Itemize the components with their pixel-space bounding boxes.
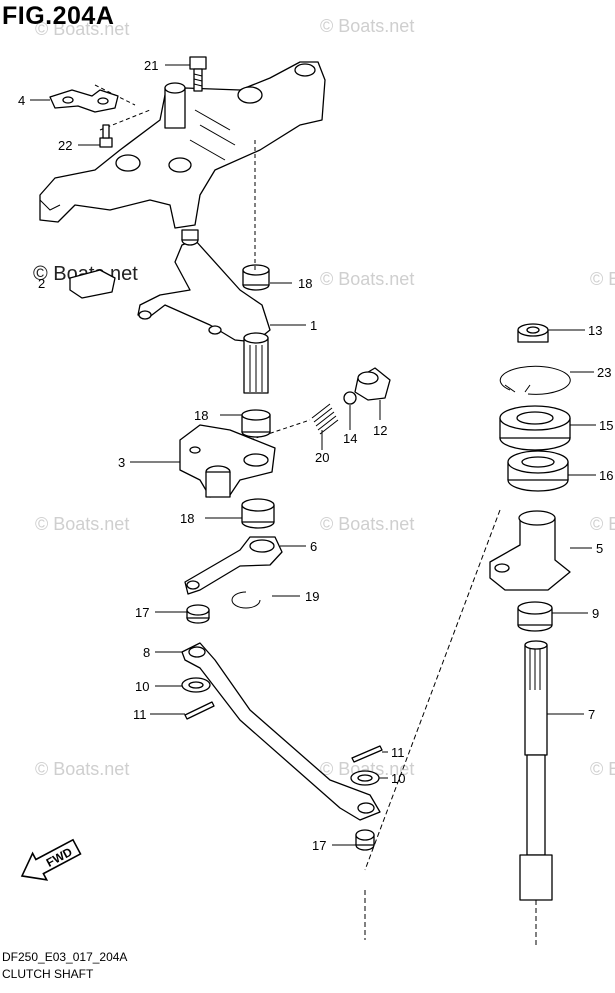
callout-9: 9 xyxy=(592,606,599,621)
watermark: © Boats.net xyxy=(320,269,414,289)
housing-3-part xyxy=(179,424,276,498)
arm-6-part xyxy=(184,536,283,595)
bearing-15-part xyxy=(499,405,571,451)
callout-13: 13 xyxy=(588,323,602,338)
bolt-21-part xyxy=(189,56,207,92)
callout-10: 10 xyxy=(135,679,149,694)
bushing-18-part xyxy=(242,264,270,291)
seal-16-part xyxy=(507,450,569,492)
callout-22: 22 xyxy=(58,138,72,153)
callout-19: 19 xyxy=(305,589,319,604)
screw-22-part xyxy=(99,124,113,148)
fwd-arrow-icon: FWD xyxy=(20,838,82,881)
callout-16: 16 xyxy=(599,468,613,483)
figure-title: FIG.204A xyxy=(2,2,115,30)
clip-2-part xyxy=(69,269,116,299)
callout-6: 6 xyxy=(310,539,317,554)
bushing-18-part xyxy=(241,498,275,529)
callout-12: 12 xyxy=(373,423,387,438)
callout-1: 1 xyxy=(310,318,317,333)
watermark: © Boats.net xyxy=(35,759,129,779)
leader-lines xyxy=(30,64,596,846)
callout-4: 4 xyxy=(18,93,25,108)
bushing-17-part xyxy=(355,829,375,851)
cotter-pin-11-part xyxy=(351,745,383,763)
plate-4-part xyxy=(49,89,119,113)
figure-subtitle: CLUTCH SHAFT xyxy=(2,967,94,981)
callout-2: 2 xyxy=(38,276,45,291)
callout-18: 18 xyxy=(194,408,208,423)
plug-13-part xyxy=(517,323,549,343)
callout-17: 17 xyxy=(312,838,326,853)
callout-7: 7 xyxy=(588,707,595,722)
circlip-19-part xyxy=(231,591,261,609)
callout-11: 11 xyxy=(133,707,147,722)
sleeve-12-part xyxy=(354,367,391,401)
link-rod-8-part xyxy=(181,642,381,821)
callout-17: 17 xyxy=(135,605,149,620)
bushing-18-part xyxy=(241,409,271,438)
clutch-bracket-part xyxy=(39,61,326,229)
callout-15: 15 xyxy=(599,418,613,433)
watermark: © Boats.net xyxy=(590,759,615,779)
watermark: © Boats.net xyxy=(590,269,615,289)
watermark: © Boats.net xyxy=(320,16,414,36)
watermark: © Boats.net xyxy=(320,514,414,534)
callout-11: 11 xyxy=(391,745,405,760)
callout-18: 18 xyxy=(298,276,312,291)
bush-9-part xyxy=(517,601,553,632)
callout-21: 21 xyxy=(144,58,158,73)
watermark: © Boats.net xyxy=(35,19,129,39)
snap-ring-23-part xyxy=(499,365,571,395)
callout-labels: 21 4 22 2 18 1 18 20 14 12 3 18 6 17 19 … xyxy=(18,58,613,853)
guide-5-part xyxy=(489,510,571,591)
watermark: © Boats.net xyxy=(35,514,129,534)
callout-3: 3 xyxy=(118,455,125,470)
cotter-pin-11-part xyxy=(184,701,215,720)
ball-14-part xyxy=(343,391,357,405)
callout-10: 10 xyxy=(391,771,405,786)
watermark: © Boats.net xyxy=(590,514,615,534)
callout-18: 18 xyxy=(180,511,194,526)
watermark: © Boats.net xyxy=(320,759,414,779)
callout-5: 5 xyxy=(596,541,603,556)
callout-23: 23 xyxy=(597,365,611,380)
callout-14: 14 xyxy=(343,431,357,446)
bushing-17-part xyxy=(186,604,210,624)
figure-code: DF250_E03_017_204A xyxy=(2,950,128,964)
lever-1-part xyxy=(137,229,271,394)
shaft-7-part xyxy=(519,640,553,945)
callout-8: 8 xyxy=(143,645,150,660)
callout-20: 20 xyxy=(315,450,329,465)
